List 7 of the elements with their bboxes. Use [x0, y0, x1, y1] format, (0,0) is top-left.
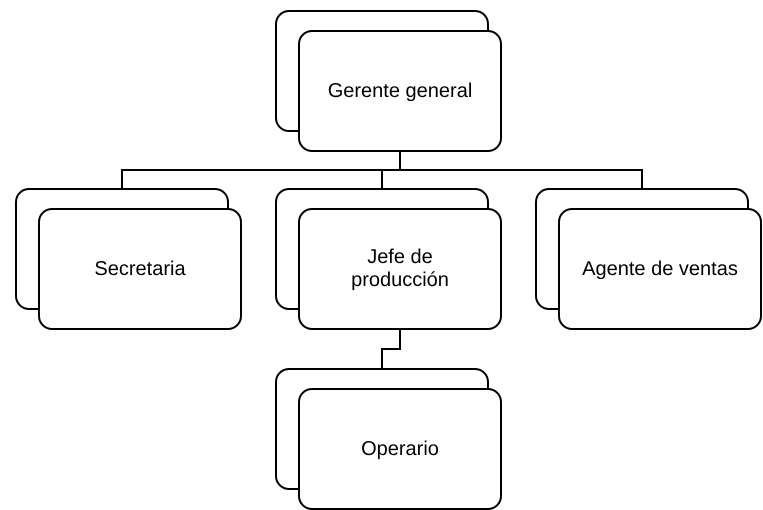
position-title: Gerente general [326, 80, 474, 102]
connector-line [381, 330, 401, 368]
position-title: Operario [360, 438, 440, 460]
position-title: Secretaria [93, 258, 187, 280]
position-title: Agente de ventas [581, 258, 739, 280]
position-title: Jefe de producción [350, 246, 450, 292]
connector-line [399, 152, 643, 188]
